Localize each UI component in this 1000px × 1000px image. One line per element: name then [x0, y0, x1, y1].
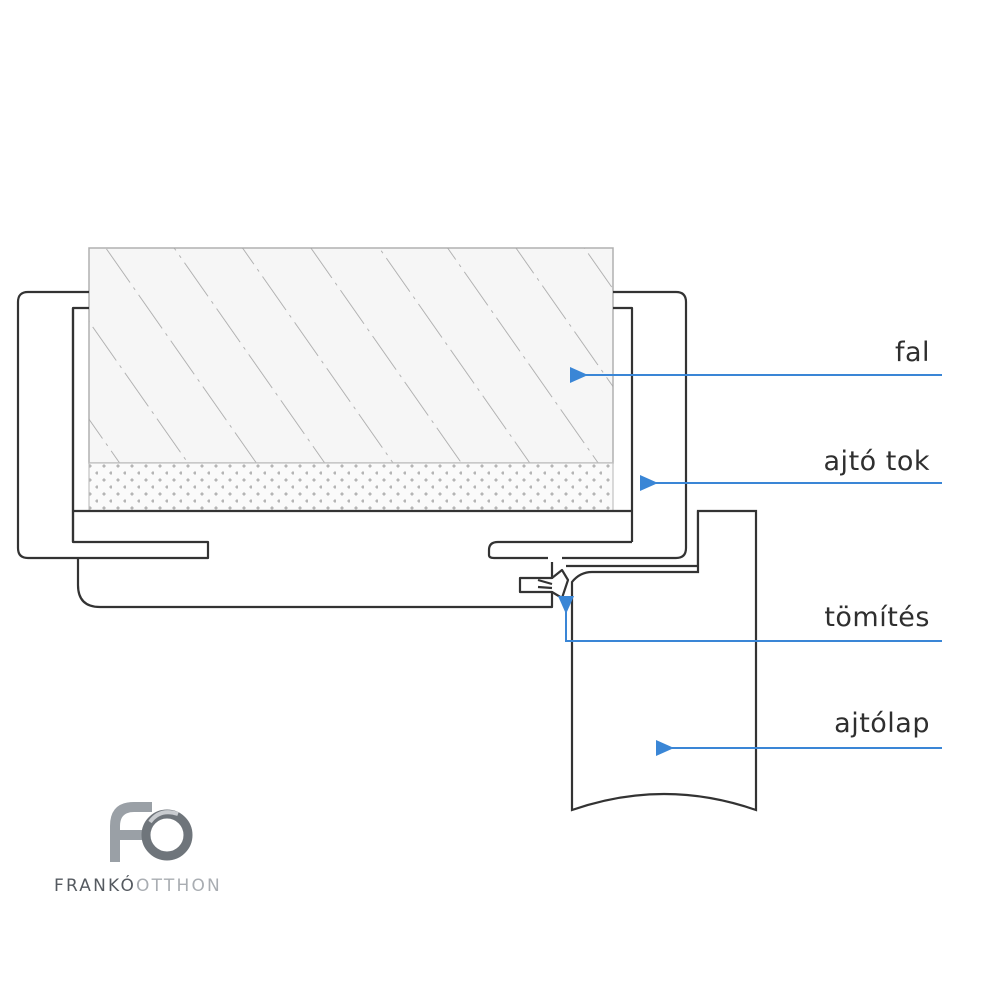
label-ajtolap: ajtólap: [834, 708, 930, 739]
brand-part1: FRANKÓ: [54, 876, 137, 896]
door-leaf: [570, 509, 758, 812]
leader-arrows: [558, 367, 942, 756]
fo-monogram-logo: [110, 802, 193, 862]
wall: [88, 247, 614, 464]
brand-part2: OTTHON: [136, 876, 222, 896]
foam-layer: [88, 462, 614, 512]
label-fal: fal: [894, 337, 930, 368]
brand-wordmark: FRANKÓOTTHON: [54, 876, 222, 896]
label-tomites: tömítés: [824, 602, 930, 633]
label-ajto-tok: ajtó tok: [823, 446, 930, 477]
